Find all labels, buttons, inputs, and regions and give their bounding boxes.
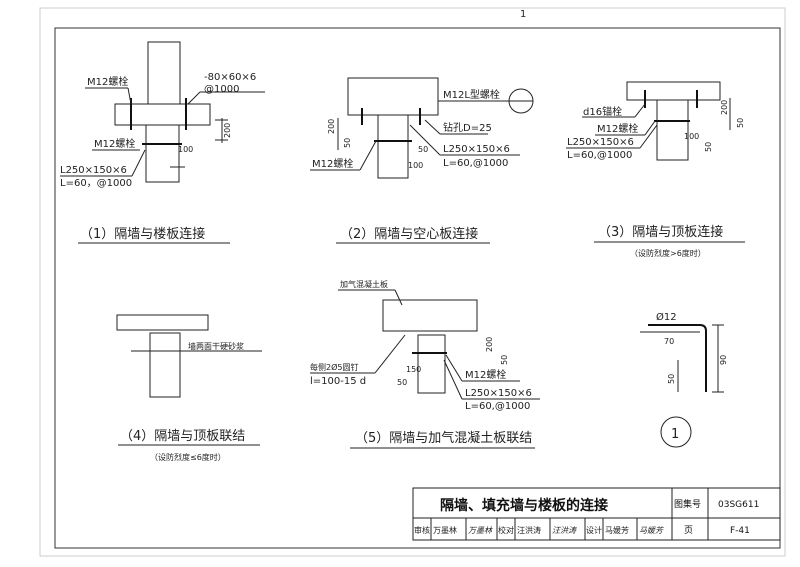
d2-dim-50b: 50 xyxy=(418,145,428,154)
d1-caption: （1）隔墙与楼板连接 xyxy=(80,226,205,242)
d5-angle-spacing: L=60,@1000 xyxy=(465,401,530,412)
d3-bolt-label: M12螺栓 xyxy=(597,122,638,135)
d3-dim-200: 200 xyxy=(720,100,729,115)
d5-angle-label: L250×150×6 xyxy=(465,388,532,399)
page-label: 页 xyxy=(684,525,693,536)
d2-caption: （2）隔墙与空心板连接 xyxy=(340,226,478,242)
d2-drill-label: 钻孔D=25 xyxy=(443,121,492,134)
d3-note: （设防烈度>6度时） xyxy=(630,248,706,258)
reviewer-signature: 万墨林 xyxy=(468,526,493,535)
d2-dim-200: 200 xyxy=(327,119,336,134)
d1-dim-200: 200 xyxy=(223,123,232,138)
sheet-outer-border xyxy=(39,7,786,557)
d5-dim-50a: 50 xyxy=(500,355,509,365)
design-label: 设计 xyxy=(586,525,602,535)
drawing-frame xyxy=(54,27,781,549)
title-block: 隔墙、填充墙与楼板的连接 图集号 03SG611 页 F-41 审核 万墨林 万… xyxy=(412,487,781,541)
d1-angle-spacing: L=60，@1000 xyxy=(60,178,132,189)
drawing-title: 隔墙、填充墙与楼板的连接 xyxy=(440,497,608,514)
d6-diameter: Ø12 xyxy=(656,311,677,323)
detail-5: 加气混凝土板 每侧2Ø5圆钉 l=100-15 d M12螺栓 L250×150… xyxy=(310,279,540,449)
atlas-label: 图集号 xyxy=(674,498,701,510)
d2-angle-spacing: L=60,@1000 xyxy=(443,158,508,169)
d3-dim-50a: 50 xyxy=(736,118,745,128)
d5-nail-length: l=100-15 d xyxy=(310,376,366,387)
page-code: F-41 xyxy=(730,526,750,536)
d6-label: 1 xyxy=(671,427,679,442)
designer-signature: 马媛芳 xyxy=(639,526,665,535)
d1-plate-label: -80×60×6 xyxy=(204,72,256,83)
d2-dim-50a: 50 xyxy=(343,138,352,148)
d3-angle-spacing: L=60,@1000 xyxy=(567,150,632,161)
atlas-number: 03SG611 xyxy=(718,500,759,510)
d5-dim-150: 150 xyxy=(406,365,421,374)
d3-dim-50b: 50 xyxy=(704,142,713,152)
detail-4: 墙两面干硬砂浆 （4）隔墙与顶板联结 （设防烈度≤6度时） xyxy=(116,314,262,462)
d1-bolt-bottom-label: M12螺栓 xyxy=(94,137,135,150)
d5-dim-200: 200 xyxy=(485,337,494,352)
d3-dim-100: 100 xyxy=(684,132,699,141)
detail-anchor-bar: Ø12 70 90 50 1 xyxy=(640,311,728,448)
d2-dim-100: 100 xyxy=(408,161,423,170)
detail-1: M12螺栓 -80×60×6 @1000 200 100 M12螺栓 L250×… xyxy=(60,41,265,244)
d1-bolt-top-label: M12螺栓 xyxy=(87,75,128,88)
d6-dim-90: 90 xyxy=(719,355,728,365)
d2-angle-label: L250×150×6 xyxy=(443,144,510,155)
d6-dim-50: 50 xyxy=(667,374,676,384)
review-label: 审核 xyxy=(414,525,430,535)
d5-bolt-label: M12螺栓 xyxy=(465,368,506,381)
reviewer-name: 万墨林 xyxy=(433,525,457,535)
d3-angle-label: L250×150×6 xyxy=(567,137,634,148)
detail-2: M12L型螺栓 钻孔D=25 L250×150×6 L=60,@1000 M12… xyxy=(310,77,534,244)
designer-name: 马媛芳 xyxy=(605,525,629,535)
d4-mortar-label: 墙两面干硬砂浆 xyxy=(188,341,244,351)
checker-name: 汪洪涛 xyxy=(517,525,541,535)
d3-caption: （3）隔墙与顶板连接 xyxy=(598,224,723,240)
d5-panel-label: 加气混凝土板 xyxy=(340,279,388,289)
page-number: 1 xyxy=(520,9,526,20)
d6-dim-70: 70 xyxy=(664,337,674,346)
d2-l-bolt-label: M12L型螺栓 xyxy=(443,88,500,101)
check-label: 校对 xyxy=(498,525,514,535)
d2-bolt-label: M12螺栓 xyxy=(312,157,353,170)
d5-caption: （5）隔墙与加气混凝土板联结 xyxy=(355,430,532,446)
detail-3: d16锚栓 M12螺栓 L250×150×6 L=60,@1000 200 50… xyxy=(566,81,745,258)
checker-signature: 汪洪涛 xyxy=(552,526,577,535)
d5-dim-50b: 50 xyxy=(397,378,407,387)
d1-angle-label: L250×150×6 xyxy=(60,165,127,176)
d4-note: （设防烈度≤6度时） xyxy=(150,452,226,462)
d5-nails-label: 每侧2Ø5圆钉 xyxy=(310,362,358,372)
d3-anchor-label: d16锚栓 xyxy=(583,105,622,118)
d1-plate-spacing: @1000 xyxy=(204,84,239,95)
d4-caption: （4）隔墙与顶板联结 xyxy=(120,429,245,444)
d1-dim-100: 100 xyxy=(178,145,193,154)
